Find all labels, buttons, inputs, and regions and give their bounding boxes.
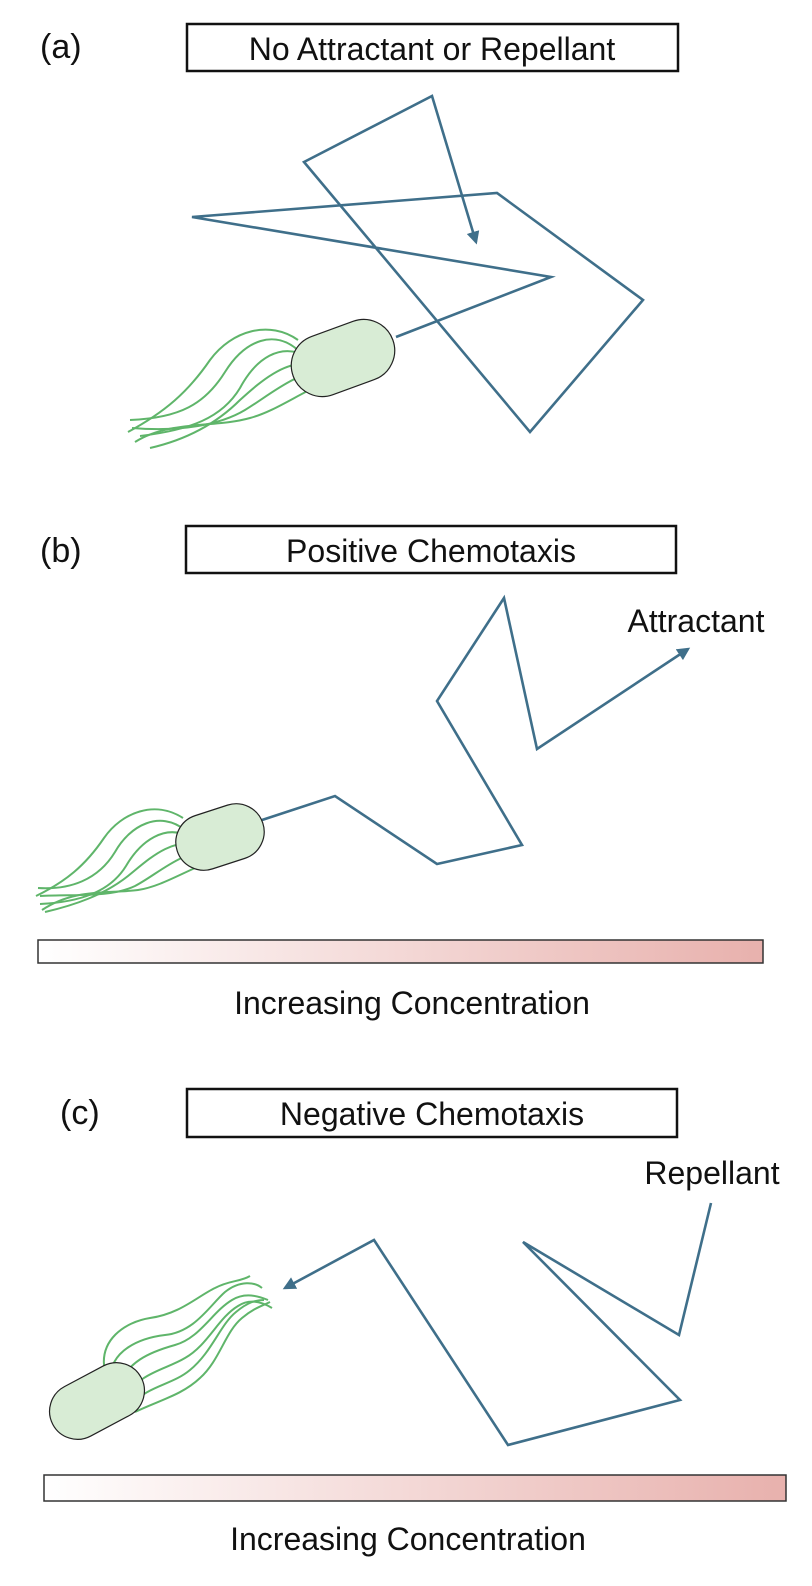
panel-c-concentration-gradient-bar [43,1474,787,1502]
panel-b-label: (b) [40,532,82,570]
panel-b-biased-walk-path [261,594,691,866]
panel-a-random-walk-path [191,94,645,435]
panel-b-bacterium [35,803,265,913]
panel-c-label: (c) [60,1094,100,1132]
panel-b-title-box [184,524,678,575]
panel-c-title: Negative Chemotaxis [280,1096,584,1132]
panel-c-cell-body [48,1362,146,1440]
panel-b: (b) Positive Chemotaxis Attractant Incre… [35,524,765,1021]
panel-a: (a) No Attractant or Repellant [40,22,680,449]
panel-c-gradient-label: Increasing Concentration [230,1521,586,1557]
panel-c: (c) Negative Chemotaxis Repellant Increa… [43,1087,787,1557]
panel-a-label: (a) [40,28,82,66]
panel-a-bacterium [127,318,396,449]
panel-c-flagella [102,1275,273,1413]
panel-b-cell-body [175,803,265,871]
panel-b-concentration-gradient-bar [37,939,764,964]
panel-c-bacterium [48,1275,273,1440]
panel-a-title: No Attractant or Repellant [249,31,616,67]
panel-c-title-box [185,1087,679,1139]
panel-b-title: Positive Chemotaxis [286,533,576,569]
panel-a-title-box [185,22,680,73]
repellant-label: Repellant [644,1155,779,1191]
panel-b-gradient-label: Increasing Concentration [234,985,590,1021]
panel-a-cell-body [290,318,396,398]
attractant-label: Attractant [628,603,765,639]
panel-c-biased-walk-path [282,1202,713,1447]
